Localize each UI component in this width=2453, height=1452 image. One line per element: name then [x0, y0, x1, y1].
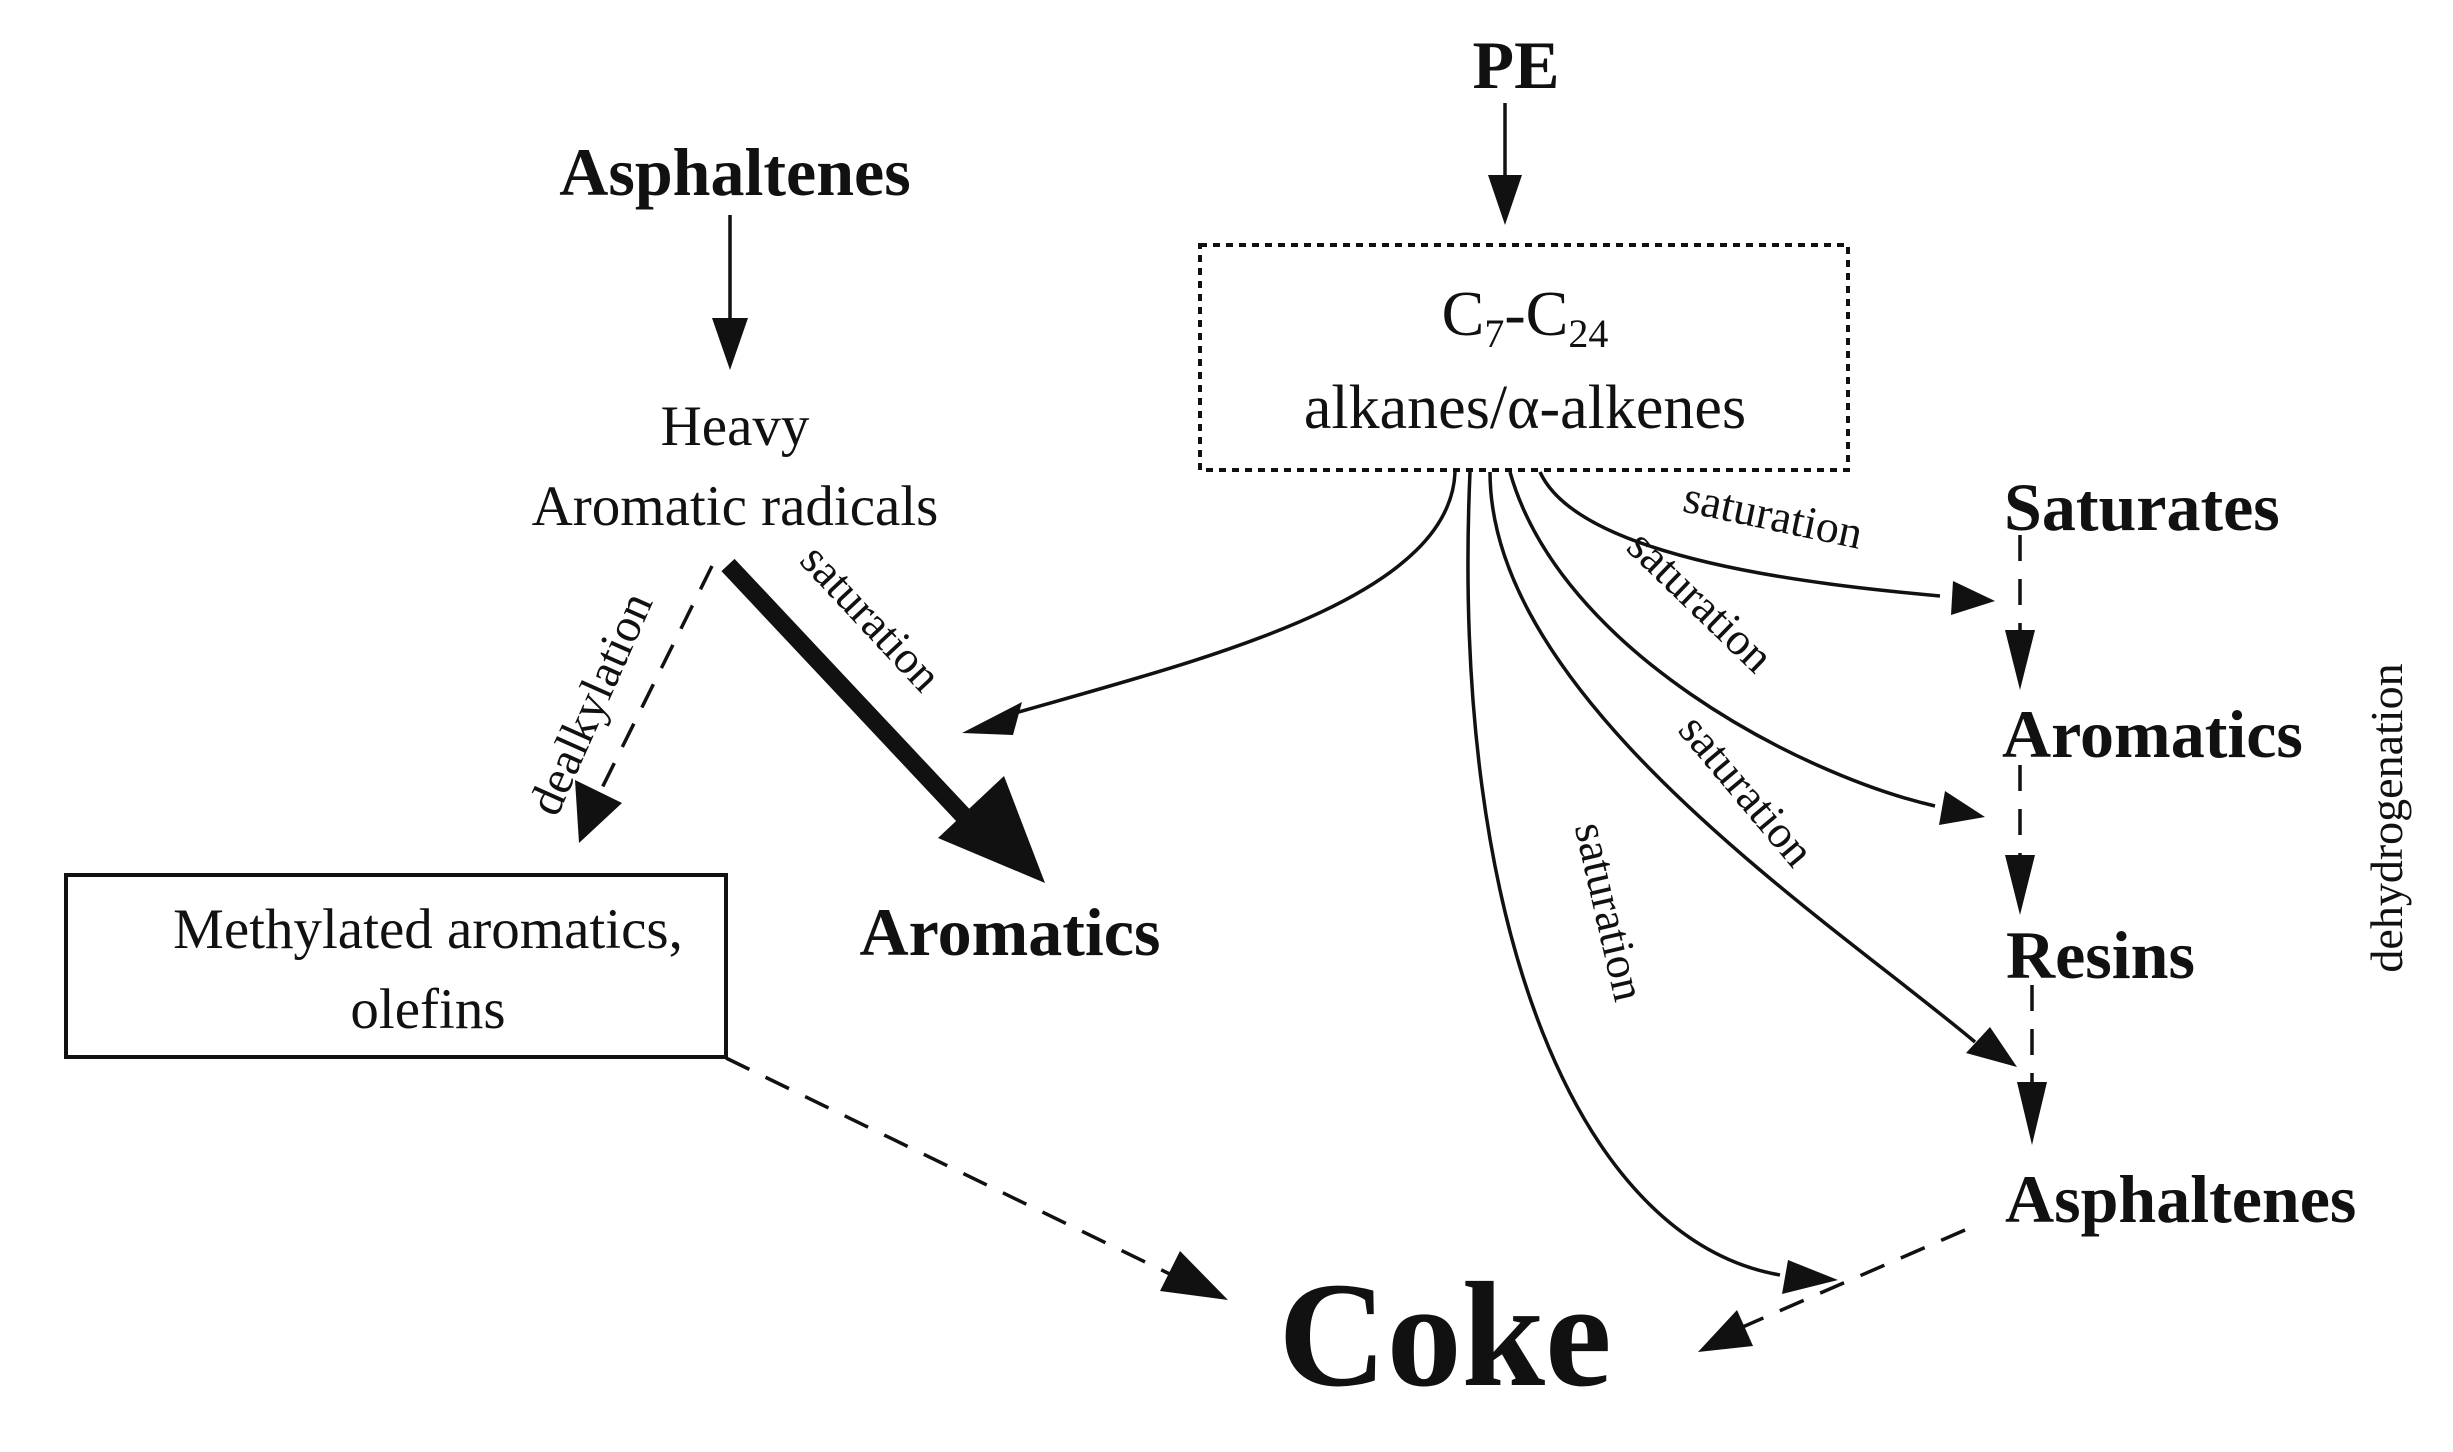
c-label: C	[1442, 278, 1485, 349]
subscript-24: 24	[1568, 311, 1608, 356]
arrowhead-coke-saturation	[1782, 1260, 1838, 1294]
node-coke: Coke	[1278, 1252, 1611, 1418]
dash-c-label: -C	[1504, 278, 1568, 349]
methylated-box	[64, 873, 728, 1059]
edge-heavy-to-aromatics-thick	[721, 558, 982, 835]
arrowhead-asphaltenes-vertical	[2017, 1082, 2047, 1145]
arrowhead-aromatics-mid	[962, 702, 1022, 735]
node-resins: Resins	[2006, 917, 2195, 993]
edge-asphaltenes-to-coke-dashed	[1737, 1228, 1966, 1331]
edge-cbox-to-saturates	[1538, 471, 1941, 598]
arrowhead-aromatics-thick	[938, 776, 1045, 883]
arrowhead-coke-dashed	[1698, 1310, 1753, 1352]
arrowhead-methylated-coke	[1160, 1251, 1228, 1300]
node-pe: PE	[1473, 27, 1560, 103]
label-saturation-coke: saturation	[1565, 817, 1656, 1005]
edge-methylated-to-coke-dashed	[725, 1056, 1179, 1280]
arrowhead-aromatics-right-vertical	[2005, 630, 2035, 690]
label-saturation-thick: saturation	[791, 534, 952, 701]
edge-cbox-to-aromatics-right	[1508, 471, 1936, 808]
arrowhead-pe	[1488, 175, 1522, 225]
node-methylated-line2: olefins	[350, 978, 505, 1041]
arrowheads	[575, 175, 2047, 1352]
node-asphaltenes-right: Asphaltenes	[2005, 1161, 2356, 1237]
node-asphaltenes-top: Asphaltenes	[559, 134, 910, 210]
arrowhead-heavy	[712, 318, 748, 370]
node-saturates: Saturates	[2004, 469, 2280, 545]
edge-cbox-to-coke	[1466, 471, 1781, 1277]
label-dealkylation: dealkylation	[518, 585, 663, 823]
edges	[598, 103, 2034, 1331]
label-dehydrogenation: dehydrogenation	[2361, 663, 2412, 972]
node-alkanes-alkenes: alkanes/α-alkenes	[1304, 374, 1746, 442]
node-heavy-line2: Aromatic radicals	[532, 475, 939, 538]
arrowhead-resins-vertical	[2005, 855, 2035, 915]
node-labels: PE Asphaltenes Heavy Aromatic radicals C…	[173, 27, 2356, 1418]
node-aromatics-mid: Aromatics	[860, 894, 1161, 970]
node-c7-c24: C7-C24	[1442, 278, 1609, 356]
node-heavy-line1: Heavy	[661, 395, 810, 458]
arrowhead-asphaltenes-right	[1966, 1027, 2017, 1067]
subscript-7: 7	[1484, 311, 1504, 356]
edge-cbox-to-asphaltenes-right	[1488, 471, 1977, 1044]
node-methylated-line1: Methylated aromatics,	[173, 898, 683, 961]
arrowhead-aromatics-right	[1939, 791, 1985, 825]
arrowhead-dealkylation	[575, 780, 622, 843]
arrowhead-saturates	[1951, 581, 1995, 615]
node-aromatics-right: Aromatics	[2002, 696, 2303, 772]
label-saturation-saturates: saturation	[1679, 471, 1867, 559]
alkanes-box	[1198, 243, 1850, 472]
edge-cbox-to-aromatics	[1007, 471, 1457, 717]
